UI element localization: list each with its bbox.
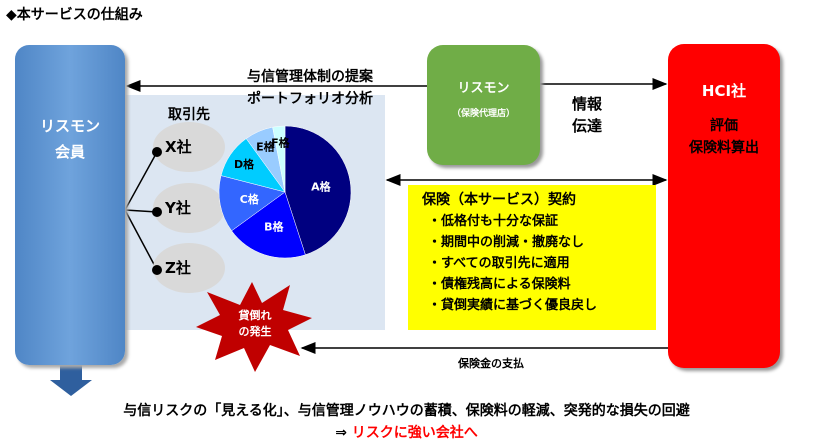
clients-label: 取引先 bbox=[168, 107, 210, 123]
hci-premium: 保険料算出 bbox=[689, 140, 759, 156]
tree-dots bbox=[152, 147, 162, 275]
proposal-text: 与信管理体制の提案 bbox=[247, 69, 373, 85]
default-text: 貸倒れ bbox=[238, 309, 272, 322]
contract-item: ・債権残高による保険料 bbox=[428, 277, 571, 292]
contract-item: ・すべての取引先に適用 bbox=[428, 256, 570, 271]
payout-label: 保険金の支払 bbox=[458, 357, 524, 370]
pie-label: C格 bbox=[240, 192, 260, 206]
pie-label: D格 bbox=[234, 157, 255, 171]
info-label: 情報 伝達 bbox=[572, 93, 602, 137]
pie-slice bbox=[272, 125, 286, 193]
info-text: 情報 bbox=[572, 95, 603, 113]
member-box: リスモン 会員 bbox=[15, 45, 125, 365]
agent-name: リスモン bbox=[457, 81, 510, 96]
member-label-2: 会員 bbox=[54, 143, 85, 161]
client-z: Z社 bbox=[153, 243, 225, 293]
hci-name: HCI社 bbox=[701, 82, 747, 100]
contract-item: ・貸倒実績に基づく優良戻し bbox=[428, 298, 598, 313]
contract-item: ・期間中の削減・撤廃なし bbox=[428, 235, 585, 250]
proposal-label: 与信管理体制の提案 ポートフォリオ分析 bbox=[210, 66, 410, 110]
hci-box: HCI社 評価 保険料算出 bbox=[668, 44, 780, 368]
result-highlight: リスクに強い会社へ bbox=[351, 425, 478, 441]
pie-slice bbox=[218, 175, 286, 232]
client-y: Y社 bbox=[153, 183, 225, 233]
conclusion-text: 与信リスクの「見える化」、与信管理ノウハウの蓄積、保険料の軽減、突発的な損失の回… bbox=[123, 403, 690, 419]
pie-slice bbox=[284, 125, 352, 256]
pie-label: B格 bbox=[264, 220, 284, 234]
contract-box: 保険（本サービス）契約 ・低格付も十分な保証 ・期間中の削減・撤廃なし ・すべて… bbox=[408, 185, 656, 330]
agent-sub: （保険代理店） bbox=[451, 109, 515, 119]
pie-slice bbox=[231, 191, 306, 259]
portfolio-text: ポートフォリオ分析 bbox=[247, 91, 373, 107]
member-label: リスモン bbox=[39, 117, 100, 135]
contract-title: 保険（本サービス）契約 bbox=[422, 192, 576, 208]
hci-evaluation: 評価 bbox=[710, 118, 738, 134]
agent-box: リスモン （保険代理店） bbox=[427, 45, 540, 165]
pie-label: E格 bbox=[256, 140, 276, 154]
client-x: X社 bbox=[153, 122, 225, 172]
pie-label: A格 bbox=[311, 179, 332, 193]
default-event-label: 貸倒れ の発生 bbox=[225, 308, 285, 340]
contract-item: ・低格付も十分な保証 bbox=[428, 214, 559, 229]
conclusion-result: ⇒ リスクに強い会社へ bbox=[0, 422, 813, 442]
result-arrow: ⇒ bbox=[335, 425, 352, 441]
down-arrow bbox=[50, 362, 92, 396]
client-tree bbox=[124, 151, 158, 271]
page-title: ◆本サービスの仕組み bbox=[6, 7, 143, 23]
pie-label: F格 bbox=[271, 136, 291, 150]
default-text-2: の発生 bbox=[238, 325, 272, 338]
info-text-2: 伝達 bbox=[572, 117, 603, 135]
explosion-shape bbox=[196, 282, 312, 372]
